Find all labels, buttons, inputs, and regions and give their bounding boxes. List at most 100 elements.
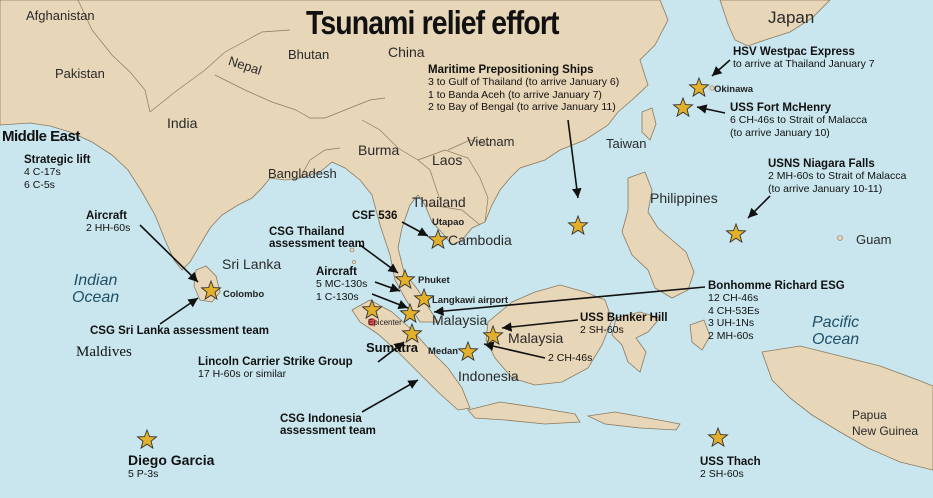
label-new-guinea: New Guinea <box>852 424 919 438</box>
star-utapao <box>427 228 449 250</box>
aircraft2-heading: Aircraft <box>316 266 357 278</box>
label-epicenter: Epicenter <box>368 318 402 327</box>
label-india: India <box>167 115 198 131</box>
label-indian-ocean: Indian Ocean <box>72 272 119 306</box>
land-philippines <box>621 171 695 299</box>
star-phuket <box>394 268 416 290</box>
fortmchenry-heading: USS Fort McHenry <box>730 102 831 114</box>
land-taiwan <box>641 107 657 141</box>
star-langkawi <box>413 287 435 309</box>
csgindo-line-1: assessment team <box>280 425 376 437</box>
label-cambodia: Cambodia <box>448 232 512 248</box>
label-taiwan: Taiwan <box>606 136 647 151</box>
ch46-line-1: 2 CH-46s <box>548 352 593 364</box>
land-okinawa <box>709 85 715 91</box>
annotation-csgsri: CSG Sri Lanka assessment team <box>90 325 269 337</box>
star-medan <box>457 340 479 362</box>
label-pacific-ocean: Pacific Ocean <box>812 314 859 348</box>
land-moluccas <box>689 319 711 351</box>
aircraft1-heading: Aircraft <box>86 210 127 222</box>
land-new-guinea <box>761 345 933 471</box>
label-philippines: Philippines <box>650 190 718 206</box>
annotation-csgindo: CSG Indonesia assessment team <box>280 413 376 437</box>
borders <box>77 0 491 226</box>
annotation-csgthai: CSG Thailand assessment team <box>269 226 365 250</box>
star-okinawa <box>688 76 710 98</box>
arrow-aircraft2 <box>374 281 401 293</box>
arrows <box>139 59 771 413</box>
arrow-mps <box>567 119 582 199</box>
arrow-lincoln <box>377 341 405 363</box>
niagara-line-2: (to arrive January 10-11) <box>768 182 883 195</box>
csgthai-heading: CSG Thailand <box>269 226 345 238</box>
bonhomme-line-1: 12 CH-46s <box>708 292 759 304</box>
mps-line-3: 2 to Bay of Bengal (to arrive January 11… <box>428 101 616 113</box>
land-andaman <box>349 247 355 253</box>
annotation-bunker: USS Bunker Hill 2 SH-60s <box>580 312 668 337</box>
bonhomme-heading: Bonhomme Richard ESG <box>708 280 845 292</box>
thach-line-1: 2 SH-60s <box>700 468 744 480</box>
land-guam <box>837 235 843 241</box>
label-indonesia: Indonesia <box>458 368 519 384</box>
label-vietnam: Vietnam <box>467 134 515 149</box>
csgsri-heading: CSG Sri Lanka assessment team <box>90 325 269 337</box>
arrow-aircraft1 <box>139 224 199 283</box>
label-sri-lanka: Sri Lanka <box>222 256 282 272</box>
annotation-niagara: USNS Niagara Falls 2 MH-60s to Strait of… <box>768 158 906 195</box>
bunker-heading: USS Bunker Hill <box>580 312 668 324</box>
label-afghanistan: Afghanistan <box>26 8 95 23</box>
annotation-ch46: 2 CH-46s <box>548 352 592 365</box>
label-pacific: Pacific <box>812 314 860 331</box>
lincoln-heading: Lincoln Carrier Strike Group <box>198 356 353 368</box>
label-pacific-ocean-word: Ocean <box>812 331 860 348</box>
bonhomme-line-2: 4 CH-53Es <box>708 304 760 317</box>
annotation-csf: CSF 536 <box>352 210 397 222</box>
label-papua: Papua <box>852 408 887 422</box>
annotation-fortmchenry: USS Fort McHenry 6 CH-46s to Strait of M… <box>730 102 867 139</box>
arrow-bonhomme <box>433 286 706 316</box>
csgindo-heading: CSG Indonesia <box>280 413 362 425</box>
label-bangladesh: Bangladesh <box>268 166 337 181</box>
label-langkawi: Langkawi airport <box>432 295 509 306</box>
land-sumatra <box>351 299 471 411</box>
star-strait <box>399 302 421 324</box>
label-japan: Japan <box>768 8 815 27</box>
diego-line-1: 5 P-3s <box>128 468 159 480</box>
label-china: China <box>388 44 425 60</box>
label-indian: Indian <box>73 272 118 289</box>
csgthai-line-1: assessment team <box>269 238 365 250</box>
land-sulawesi <box>611 311 661 373</box>
star-bunker <box>482 324 504 346</box>
bunker-line-1: 2 SH-60s <box>580 324 624 336</box>
label-phuket: Phuket <box>418 275 450 286</box>
arrow-csf <box>401 221 429 237</box>
annotation-diego: Diego Garcia 5 P-3s <box>128 452 214 481</box>
label-indian-ocean-word: Ocean <box>72 289 120 306</box>
land-lesser-sunda <box>586 411 681 431</box>
arrow-hsv <box>711 59 731 77</box>
label-burma: Burma <box>358 142 400 158</box>
strategic-line-2: 6 C-5s <box>24 178 55 191</box>
label-medan: Medan <box>428 346 459 357</box>
arrow-niagara <box>747 195 771 219</box>
arrow-ch46 <box>483 341 546 359</box>
epicenter-marker <box>368 318 376 326</box>
arrow-bunker <box>501 319 579 332</box>
fortmchenry-line-2: (to arrive January 10) <box>730 126 830 139</box>
lincoln-line-1: 17 H-60s or similar <box>198 368 287 380</box>
aircraft1-line-1: 2 HH-60s <box>86 222 131 234</box>
land-japan <box>719 0 831 47</box>
label-okinawa: Okinawa <box>714 84 754 95</box>
arrow-csgindo <box>361 379 419 413</box>
land-andaman-2 <box>352 260 356 264</box>
bonhomme-line-4: 2 MH-60s <box>708 329 754 342</box>
label-malaysia-west: Malaysia <box>432 312 488 328</box>
mps-heading: Maritime Prepositioning Ships <box>428 64 594 76</box>
label-laos: Laos <box>432 152 463 168</box>
csf-heading: CSF 536 <box>352 210 398 222</box>
star-thach <box>707 426 729 448</box>
arrow-aircraft2b <box>371 293 409 309</box>
bonhomme-line-3: 3 UH-1Ns <box>708 317 755 329</box>
star-niagara <box>725 222 747 244</box>
